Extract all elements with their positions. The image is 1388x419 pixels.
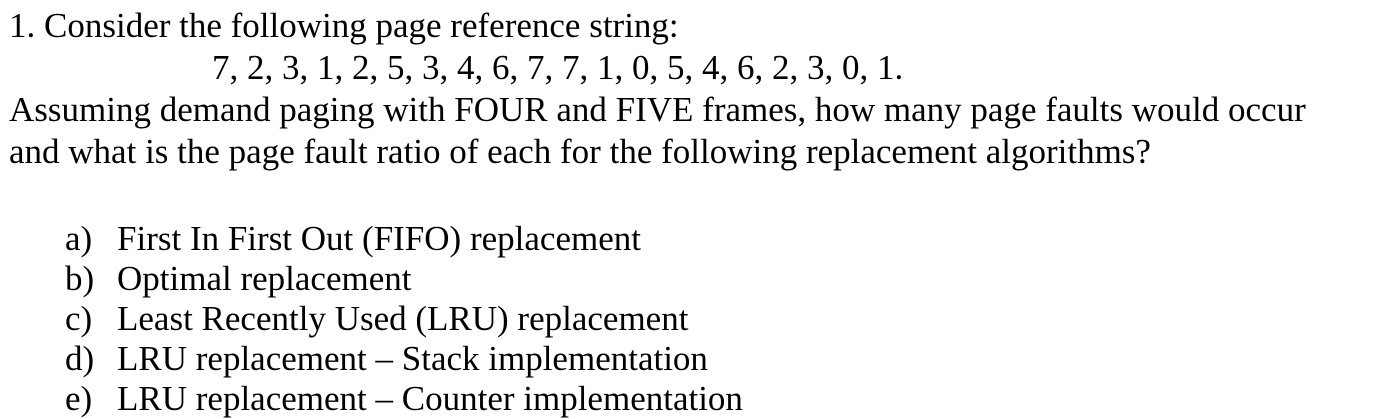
list-marker-a: a) [65,219,93,258]
question-body-line-2: and what is the page fault ratio of each… [9,132,1151,171]
page-reference-string: 7, 2, 3, 1, 2, 5, 3, 4, 6, 7, 7, 1, 0, 5… [212,48,904,87]
list-marker-d: d) [65,339,95,378]
list-item-text: First In First Out (FIFO) replacement [117,219,641,258]
list-marker-e: e) [65,379,93,418]
list-marker-b: b) [65,259,95,298]
list-item-text: Optimal replacement [117,259,412,298]
list-item-text: LRU replacement – Stack implementation [117,339,708,378]
list-item-lru-stack: d) LRU replacement – Stack implementatio… [9,339,1388,379]
question-intro-line: 1. Consider the following page reference… [9,6,679,45]
list-item-text: Least Recently Used (LRU) replacement [117,299,689,338]
question-body-line-1: Assuming demand paging with FOUR and FIV… [9,90,1306,129]
algorithm-list: a) First In First Out (FIFO) replacement… [9,219,1388,419]
list-item-lru: c) Least Recently Used (LRU) replacement [9,299,1388,339]
list-item-optimal: b) Optimal replacement [9,259,1388,299]
list-marker-c: c) [65,299,93,338]
list-item-fifo: a) First In First Out (FIFO) replacement [9,219,1388,259]
list-item-text: LRU replacement – Counter implementation [117,379,743,418]
list-item-lru-counter: e) LRU replacement – Counter implementat… [9,379,1388,419]
